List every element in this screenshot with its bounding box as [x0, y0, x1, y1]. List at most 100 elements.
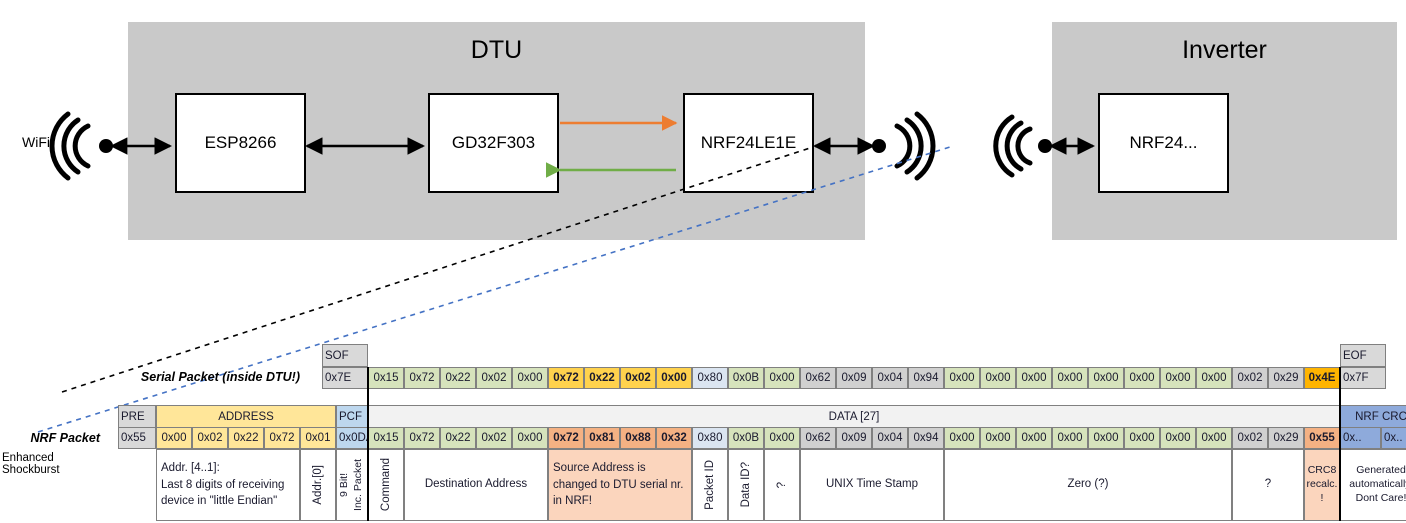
serial-sof-header: SOF — [322, 344, 368, 367]
desc-crc8-text: CRC8 recalc. ! — [1306, 464, 1338, 504]
desc-address: Addr. [4..1]: Last 8 digits of receiving… — [156, 449, 300, 521]
nrf-address-value-1: 0x02 — [192, 427, 228, 449]
desc-data-id: Data ID? — [728, 449, 764, 521]
serial-packet-row-label: Serial Packet (inside DTU!) — [140, 370, 300, 384]
nrf-byte-22: 0x00 — [1160, 427, 1196, 449]
nrf-byte-7: 0x88 — [620, 427, 656, 449]
nrf-data-header: DATA [27] — [368, 405, 1340, 428]
nrf-byte-2: 0x22 — [440, 427, 476, 449]
chip-esp8266: ESP8266 — [175, 93, 306, 193]
serial-byte-21: 0x00 — [1124, 367, 1160, 389]
nrf-byte-19: 0x00 — [1052, 427, 1088, 449]
dtu-title: DTU — [470, 36, 523, 64]
chip-gd32f303: GD32F303 — [428, 93, 559, 193]
serial-byte-14: 0x04 — [872, 367, 908, 389]
chip-nrf24: NRF24... — [1098, 93, 1229, 193]
serial-byte-20: 0x00 — [1088, 367, 1124, 389]
desc-packet-id: Packet ID — [692, 449, 728, 521]
nrf-pre-value: 0x55 — [118, 427, 156, 449]
desc-command-label: Command — [379, 458, 392, 512]
desc-pcf-line1: 9 Bit! — [337, 473, 350, 497]
nrf-byte-23: 0x00 — [1196, 427, 1232, 449]
nrf-address-value-3: 0x72 — [264, 427, 300, 449]
desc-timestamp: UNIX Time Stamp — [800, 449, 944, 521]
nrf-address-header: ADDRESS — [156, 405, 336, 428]
nrf-byte-18: 0x00 — [1016, 427, 1052, 449]
desc-packet-id-label: Packet ID — [703, 460, 716, 510]
nrf-byte-16: 0x00 — [944, 427, 980, 449]
nrf-byte-20: 0x00 — [1088, 427, 1124, 449]
nrf-byte-25: 0x29 — [1268, 427, 1304, 449]
nrf-byte-0: 0x15 — [368, 427, 404, 449]
serial-byte-12: 0x62 — [800, 367, 836, 389]
nrf-byte-11: 0x00 — [764, 427, 800, 449]
nrf-pre-header: PRE — [118, 405, 156, 428]
desc-source: Source Address is changed to DTU serial … — [548, 449, 692, 521]
serial-byte-18: 0x00 — [1016, 367, 1052, 389]
serial-byte-13: 0x09 — [836, 367, 872, 389]
serial-byte-11: 0x00 — [764, 367, 800, 389]
serial-byte-3: 0x02 — [476, 367, 512, 389]
serial-byte-1: 0x72 — [404, 367, 440, 389]
desc-data-id-label: Data ID? — [739, 462, 752, 508]
serial-byte-23: 0x00 — [1196, 367, 1232, 389]
serial-byte-17: 0x00 — [980, 367, 1016, 389]
nrf-byte-5: 0x72 — [548, 427, 584, 449]
wifi-label: WiFi — [22, 134, 50, 150]
desc-pcf-line2: Inc. Packet — [352, 459, 365, 511]
nrf-byte-9: 0x80 — [692, 427, 728, 449]
serial-byte-22: 0x00 — [1160, 367, 1196, 389]
serial-byte-8: 0x00 — [656, 367, 692, 389]
nrf-byte-14: 0x04 — [872, 427, 908, 449]
packet-data-boundary-1 — [1339, 367, 1341, 521]
nrf-crc-value-0: 0x.. — [1340, 427, 1381, 449]
nrf-address-value-4: 0x01 — [300, 427, 336, 449]
block-diagram: DTU Inverter ESP8266 GD32F303 NRF24LE1E … — [22, 22, 1397, 240]
serial-byte-10: 0x0B — [728, 367, 764, 389]
nrf-byte-6: 0x81 — [584, 427, 620, 449]
chip-esp8266-label: ESP8266 — [204, 133, 277, 152]
packet-tables: Serial Packet (inside DTU!) NRF Packet E… — [0, 330, 1406, 523]
desc-nrf-crc-text: Generated automatically. Dont Care! — [1349, 464, 1406, 504]
serial-byte-9: 0x80 — [692, 367, 728, 389]
chip-nrf24-label: NRF24... — [1129, 133, 1198, 152]
serial-byte-16: 0x00 — [944, 367, 980, 389]
nrf-byte-1: 0x72 — [404, 427, 440, 449]
serial-byte-25: 0x29 — [1268, 367, 1304, 389]
serial-sof-value: 0x7E — [322, 367, 368, 389]
nrf-byte-26: 0x55 — [1304, 427, 1340, 449]
chip-nrf24le1e: NRF24LE1E — [683, 93, 814, 193]
desc-command: Command — [368, 449, 404, 521]
nrf-byte-17: 0x00 — [980, 427, 1016, 449]
nrf-crc-value-1: 0x.. — [1381, 427, 1406, 449]
nrf-address-value-2: 0x22 — [228, 427, 264, 449]
desc-unknown-1: ? — [764, 449, 800, 521]
nrf-crc-header: NRF CRC — [1340, 405, 1406, 428]
nrf-packet-sub-label: Enhanced Shockburst — [2, 452, 60, 476]
serial-byte-0: 0x15 — [368, 367, 404, 389]
inverter-title: Inverter — [1182, 36, 1267, 64]
nrf-byte-15: 0x94 — [908, 427, 944, 449]
nrf-byte-3: 0x02 — [476, 427, 512, 449]
serial-byte-15: 0x94 — [908, 367, 944, 389]
serial-byte-7: 0x02 — [620, 367, 656, 389]
desc-address-text: Addr. [4..1]: Last 8 digits of receiving… — [161, 461, 285, 508]
nrf-packet-row-label: NRF Packet — [30, 431, 100, 445]
desc-crc8: CRC8 recalc. ! — [1304, 449, 1340, 521]
serial-eof-header: EOF — [1340, 344, 1386, 367]
serial-eof-value: 0x7F — [1340, 367, 1386, 389]
serial-byte-4: 0x00 — [512, 367, 548, 389]
nrf-byte-13: 0x09 — [836, 427, 872, 449]
nrf-byte-8: 0x32 — [656, 427, 692, 449]
desc-unknown-1-label: ? — [775, 481, 788, 489]
serial-byte-26: 0x4E — [1304, 367, 1340, 389]
desc-nrf-crc: Generated automatically. Dont Care! — [1340, 449, 1406, 521]
nrf-byte-10: 0x0B — [728, 427, 764, 449]
desc-addr0: Addr.[0] — [300, 449, 336, 521]
packet-data-boundary-0 — [367, 367, 369, 521]
serial-byte-24: 0x02 — [1232, 367, 1268, 389]
serial-byte-2: 0x22 — [440, 367, 476, 389]
nrf-byte-24: 0x02 — [1232, 427, 1268, 449]
serial-byte-19: 0x00 — [1052, 367, 1088, 389]
desc-unknown-2: ? — [1232, 449, 1304, 521]
